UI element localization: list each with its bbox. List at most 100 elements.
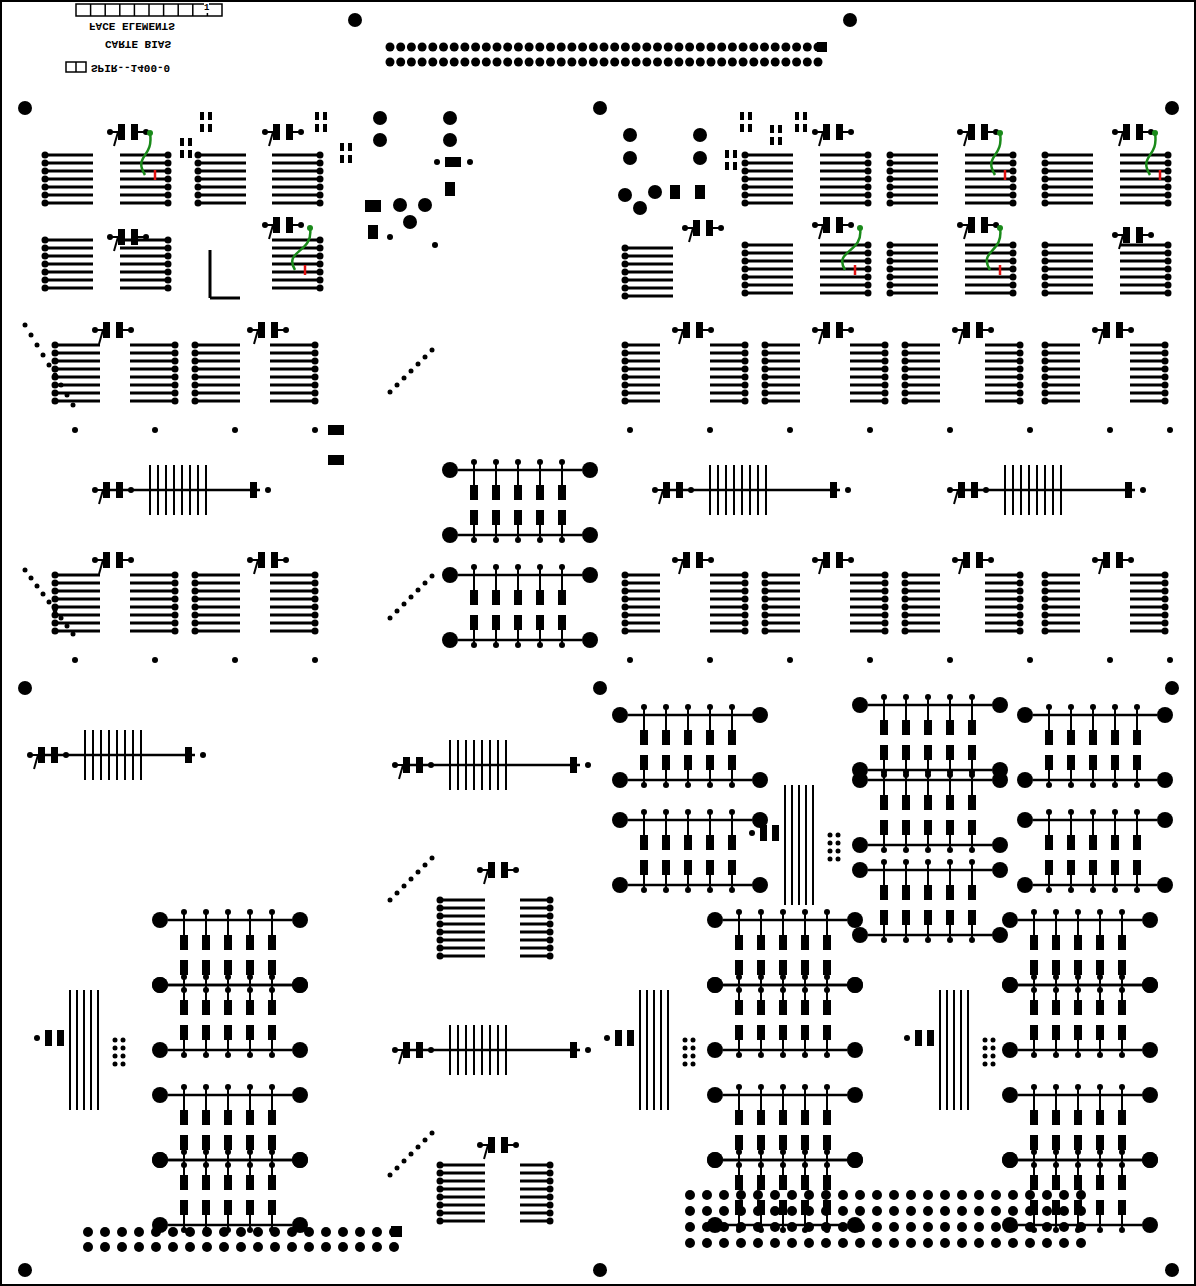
pad (600, 58, 609, 67)
smd-pad (801, 1000, 809, 1015)
trace (120, 279, 168, 282)
pad (72, 427, 78, 433)
smd-pad (188, 150, 192, 158)
smd-pad (801, 1175, 809, 1190)
pad (270, 1242, 280, 1252)
trace (45, 154, 93, 157)
pad (1010, 184, 1017, 191)
smd-pad (1118, 1135, 1126, 1150)
pad (152, 1042, 168, 1058)
pad (1042, 572, 1049, 579)
pad (1165, 290, 1172, 297)
pad (1157, 772, 1173, 788)
pad (589, 43, 598, 52)
trace (1012, 465, 1014, 515)
pad (1017, 596, 1024, 603)
smd-pad (118, 229, 125, 245)
trace (272, 263, 320, 266)
trace (1130, 622, 1165, 625)
pad (902, 596, 909, 603)
trace (1018, 919, 1142, 922)
pad (940, 1222, 950, 1232)
trace (625, 598, 660, 601)
trace (703, 559, 711, 561)
trace (1130, 376, 1165, 379)
smd-pad (757, 935, 765, 950)
pad (887, 184, 894, 191)
pad (416, 870, 421, 875)
trace (130, 614, 175, 617)
pad (760, 43, 769, 52)
trace (850, 400, 885, 403)
trace (890, 154, 938, 157)
pad (317, 200, 324, 207)
trace (883, 772, 885, 795)
pad (923, 1238, 933, 1248)
trace (1121, 977, 1123, 1000)
pad (1042, 160, 1049, 167)
pad (1042, 1206, 1052, 1216)
pad (292, 1217, 308, 1233)
trace (90, 4, 92, 16)
pad (1042, 168, 1049, 175)
trace (819, 132, 823, 146)
trace (1130, 352, 1165, 355)
trace (826, 912, 828, 935)
pad (902, 390, 909, 397)
pad (165, 160, 172, 167)
smd-pad (801, 960, 809, 975)
trace (1045, 360, 1080, 363)
trace (731, 812, 733, 835)
trace (249, 1215, 251, 1230)
pad (923, 1190, 933, 1200)
trace (183, 1087, 185, 1110)
trace (710, 622, 745, 625)
smd-pad (728, 730, 736, 745)
trace (130, 392, 175, 395)
trace (949, 697, 951, 720)
pad (1165, 184, 1172, 191)
trace (1070, 770, 1072, 785)
pad (702, 1190, 712, 1200)
trace (205, 465, 207, 515)
trace (927, 862, 929, 885)
trace (1045, 352, 1080, 355)
trace (99, 560, 103, 574)
pad (742, 620, 749, 627)
smd-pad (801, 935, 809, 950)
smd-pad (224, 960, 232, 975)
pad (165, 253, 172, 260)
smd-pad (968, 885, 976, 900)
pad (152, 1087, 168, 1103)
trace (1130, 392, 1165, 395)
smd-pad (180, 935, 188, 950)
pad (622, 620, 629, 627)
trace (1092, 770, 1094, 785)
trace (710, 630, 745, 633)
smd-pad (880, 745, 888, 760)
trace (473, 525, 475, 540)
trace (270, 368, 315, 371)
pad (567, 58, 576, 67)
pad (439, 58, 448, 67)
pad (292, 1042, 308, 1058)
pad (771, 58, 780, 67)
smd-pad (640, 755, 648, 770)
smd-pad (684, 730, 692, 745)
trace (850, 590, 885, 593)
pad (887, 152, 894, 159)
trace (1114, 707, 1116, 730)
pad (622, 358, 629, 365)
trace (820, 170, 868, 173)
smd-pad (740, 124, 744, 132)
trace (1077, 912, 1079, 935)
smd-pad (570, 757, 577, 773)
pad (402, 376, 407, 381)
pad (902, 604, 909, 611)
pad (1017, 588, 1024, 595)
pad (1042, 374, 1049, 381)
trace (782, 1087, 784, 1110)
trace (745, 178, 793, 181)
smd-pad (180, 1200, 188, 1215)
